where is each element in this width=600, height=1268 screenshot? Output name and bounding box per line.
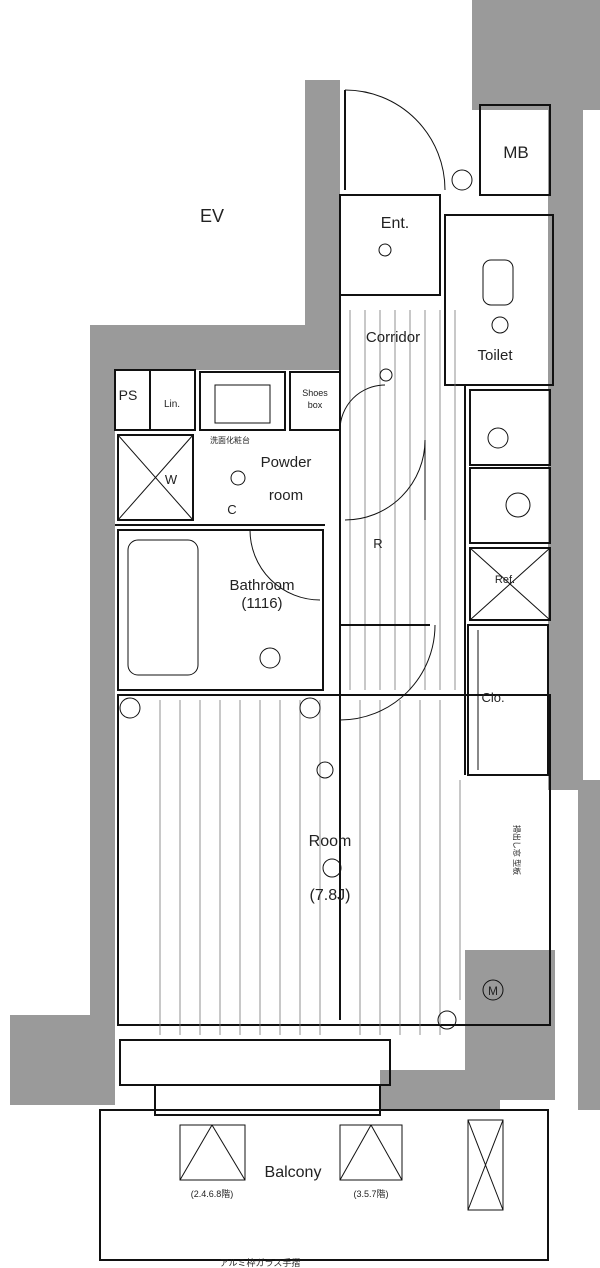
label-ps: PS <box>119 387 138 403</box>
label-clo: Clo. <box>481 690 504 705</box>
label-washstand: 洗面化粧台 <box>210 435 250 445</box>
doors <box>249 384 436 721</box>
label-w: W <box>165 472 178 487</box>
label-ev: EV <box>200 206 224 226</box>
label-m: M <box>488 984 498 998</box>
balcony <box>99 1109 549 1261</box>
label-shoes-box-1: Shoes <box>302 388 328 398</box>
label-mb: MB <box>503 143 529 162</box>
label-c: C <box>227 502 236 517</box>
label-toilet: Toilet <box>477 347 513 364</box>
label-powder-1: Powder <box>261 454 312 471</box>
label-lin: Lin. <box>164 399 180 410</box>
label-window-note: 掃出し窓 型板 <box>512 825 522 875</box>
label-room: Room <box>309 833 352 850</box>
label-bottom-note: アルミ枠ガラス手摺 <box>220 1257 301 1268</box>
fixtures <box>119 169 531 1030</box>
label-bathroom-size: (1116) <box>241 595 282 612</box>
structural-walls <box>10 0 600 1110</box>
label-r: R <box>373 536 382 551</box>
label-shoes-box-2: box <box>308 400 323 410</box>
label-balcony-right: (3.5.7階) <box>353 1189 388 1199</box>
label-room-size: (7.8J) <box>310 887 351 904</box>
label-balcony-left: (2.4.6.8階) <box>191 1189 234 1199</box>
partitions <box>114 89 554 1116</box>
label-ent: Ent. <box>381 215 409 232</box>
room-floor <box>159 310 461 1035</box>
label-balcony: Balcony <box>265 1164 322 1181</box>
label-corridor: Corridor <box>366 329 420 346</box>
label-powder-2: room <box>269 487 303 504</box>
room-labels: EV MB Ent. Corridor Toilet PS Lin. Shoes… <box>119 143 529 1268</box>
label-ref: Ref. <box>495 574 515 586</box>
label-bathroom: Bathroom <box>229 577 294 594</box>
